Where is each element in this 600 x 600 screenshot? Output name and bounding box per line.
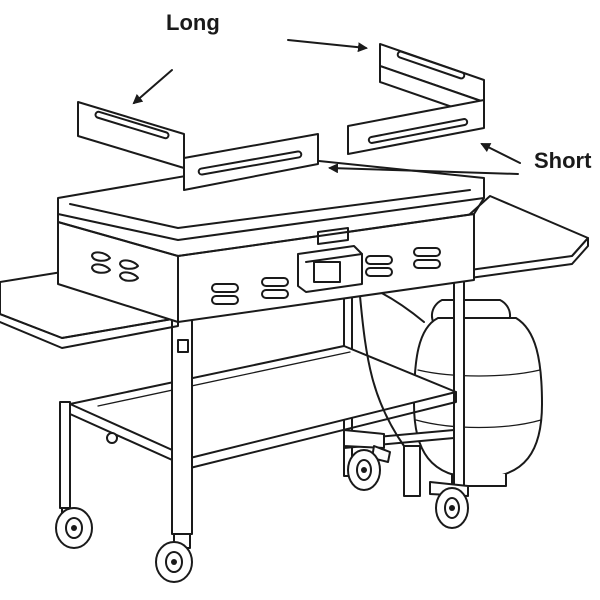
- short-guard-right-slot: [396, 50, 466, 80]
- front-vents: [211, 247, 441, 305]
- side-vent: [119, 259, 139, 270]
- caster-back-right: [429, 481, 469, 529]
- long-label: Long: [166, 10, 220, 35]
- bottom-shelf-rail: [97, 351, 351, 407]
- side-vent: [91, 263, 111, 274]
- griddle-body: [57, 213, 475, 323]
- gas-hose: [375, 289, 425, 323]
- tank-seam-top: [417, 369, 541, 377]
- front-vent: [211, 295, 239, 305]
- wind-guards: [77, 43, 485, 191]
- griddle-lip: [57, 197, 485, 257]
- side-vent: [91, 251, 111, 262]
- short-arrow-upper: [480, 143, 521, 164]
- caster-front-right: [155, 533, 193, 583]
- caster-axle: [171, 559, 177, 565]
- front-vent: [413, 259, 441, 269]
- control-knob-housing: [313, 261, 341, 283]
- long-arrow-left: [132, 69, 173, 105]
- caster-front-left: [55, 507, 93, 549]
- caster-axle: [71, 525, 77, 531]
- casters: [55, 429, 469, 583]
- back-right-leg: [453, 279, 465, 493]
- long-guard-front-slot: [197, 150, 303, 176]
- front-vent: [365, 267, 393, 277]
- front-vent: [413, 247, 441, 257]
- tank-bracket: [403, 445, 421, 497]
- side-vent: [119, 271, 139, 282]
- right-shelf-edge: [469, 237, 589, 279]
- griddle-inner-edge: [69, 189, 471, 229]
- front-right-leg: [171, 299, 193, 535]
- front-left-leg: [59, 401, 71, 509]
- long-guard-back-slot: [367, 118, 469, 144]
- side-vents: [91, 251, 139, 282]
- callout-arrows: [132, 39, 521, 175]
- short-guard-left: [77, 101, 185, 169]
- tank-seam-bottom: [415, 419, 542, 429]
- control-box-edge: [305, 253, 363, 263]
- front-vent: [211, 283, 239, 293]
- long-guard-back: [347, 99, 485, 155]
- caster-axle: [361, 467, 367, 473]
- tank-support-bar: [359, 295, 405, 447]
- right-shelf-top: [469, 195, 589, 271]
- long-arrow-right: [287, 39, 368, 53]
- front-vent: [261, 277, 289, 287]
- long-guard-back-panel: [347, 99, 485, 155]
- short-label: Short: [534, 148, 592, 173]
- front-vent: [261, 289, 289, 299]
- caster-back-left: [343, 429, 391, 491]
- leg-clip: [177, 339, 189, 353]
- short-arrow-lower: [328, 163, 519, 175]
- front-vent: [365, 255, 393, 265]
- right-side-shelf: [469, 195, 589, 279]
- long-guard-front: [183, 133, 319, 191]
- tank-foot-ring: [451, 473, 507, 487]
- caster-axle: [449, 505, 455, 511]
- frame-bolt: [106, 432, 118, 444]
- caster-lock-bracket: [343, 429, 385, 449]
- short-guard-left-slot: [94, 110, 170, 140]
